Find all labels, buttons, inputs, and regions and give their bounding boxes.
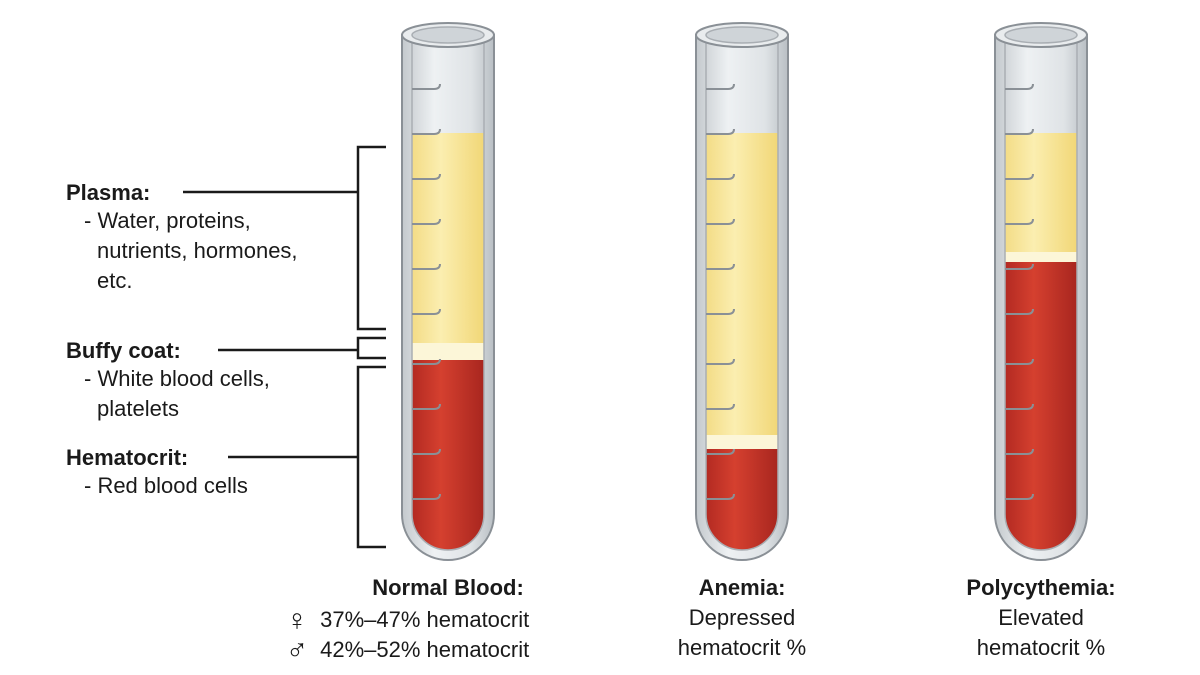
buffy-coat-layer	[706, 435, 778, 449]
female-symbol-icon: ♀	[285, 604, 309, 637]
male-range-row: ♂ 42%–52% hematocrit	[280, 634, 590, 667]
male-symbol-icon: ♂	[285, 634, 309, 667]
tube-normal	[401, 22, 495, 561]
red-blood-cell-layer	[412, 360, 484, 550]
plasma-desc-line-2: nutrients, hormones,	[97, 238, 298, 263]
plasma-layer	[1005, 133, 1077, 252]
hematocrit-label: Hematocrit:	[66, 445, 189, 470]
polycythemia-desc-line-2: hematocrit %	[976, 635, 1106, 660]
polycythemia-desc-line-1: Elevated	[998, 605, 1084, 630]
polycythemia-title: Polycythemia:	[966, 575, 1116, 600]
buffy-coat-desc-line-1: - White blood cells,	[84, 366, 270, 391]
graduation-marks	[1005, 83, 1034, 500]
buffy-coat-label: Buffy coat:	[66, 338, 181, 363]
female-range-row: ♀ 37%–47% hematocrit	[280, 604, 590, 637]
plasma-layer	[706, 133, 778, 435]
male-range-text: 42%–52% hematocrit	[320, 637, 530, 662]
normal-blood-title: Normal Blood:	[372, 575, 524, 600]
buffy-coat-layer	[1005, 252, 1077, 262]
graduation-marks	[412, 83, 441, 500]
tube-polycythemia	[994, 22, 1088, 561]
anemia-title: Anemia:	[698, 575, 786, 600]
plasma-desc-line-1: - Water, proteins,	[84, 208, 251, 233]
plasma-label: Plasma:	[66, 180, 151, 205]
buffy-coat-bracket	[356, 336, 386, 360]
anemia-desc-line-2: hematocrit %	[677, 635, 807, 660]
hematocrit-bracket	[356, 365, 386, 549]
tube-anemia	[695, 22, 789, 561]
anemia-desc-line-1: Depressed	[688, 605, 796, 630]
hematocrit-desc-line-1: - Red blood cells	[84, 473, 248, 498]
plasma-bracket	[356, 145, 386, 331]
graduation-marks	[706, 83, 735, 500]
buffy-coat-desc-line-2: platelets	[97, 396, 179, 421]
buffy-coat-layer	[412, 343, 484, 360]
plasma-layer	[412, 133, 484, 343]
red-blood-cell-layer	[1005, 262, 1077, 550]
female-range-text: 37%–47% hematocrit	[320, 607, 530, 632]
plasma-desc-line-3: etc.	[97, 268, 133, 293]
